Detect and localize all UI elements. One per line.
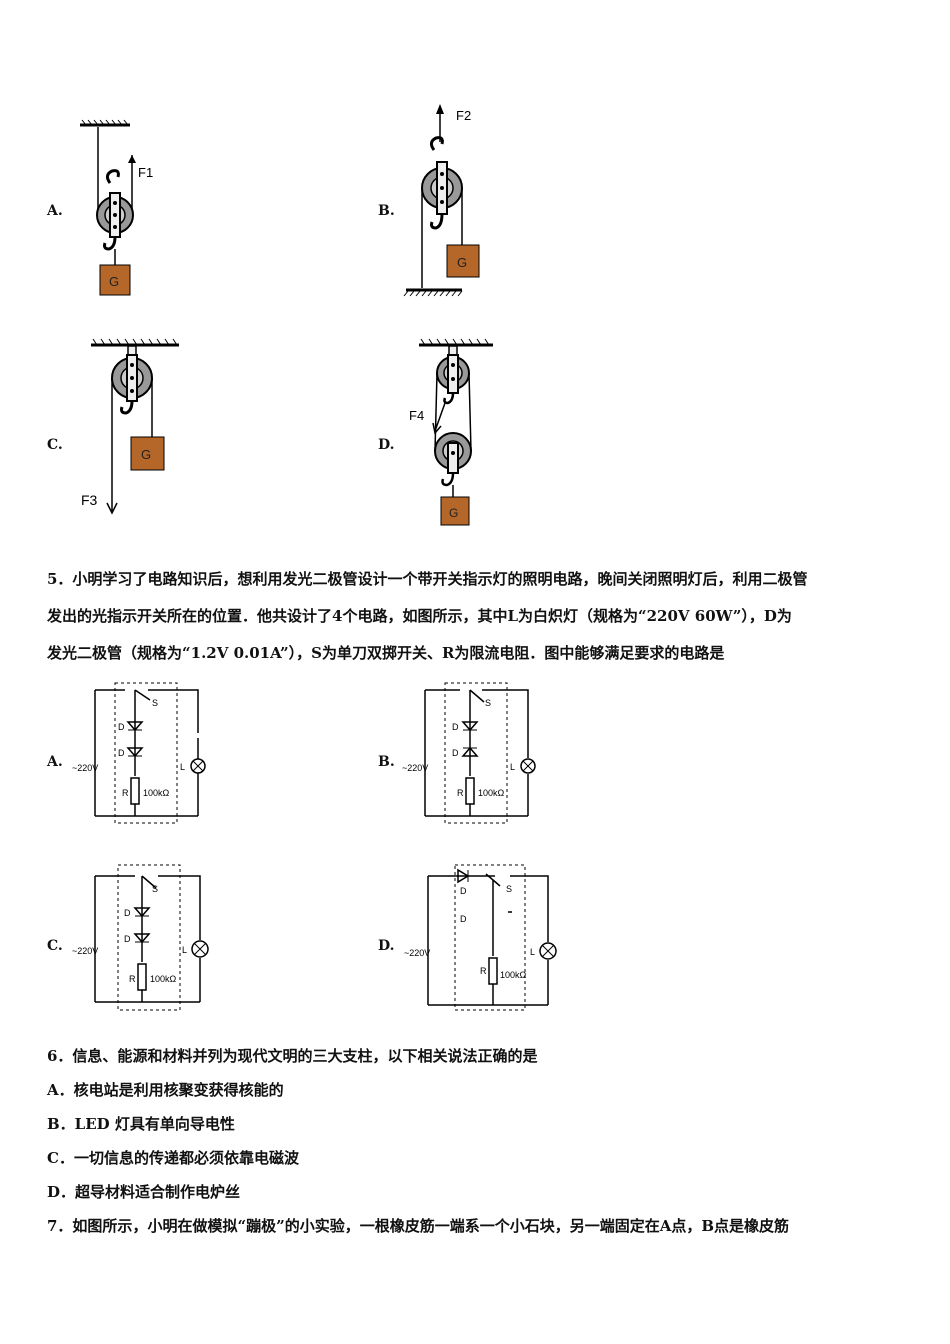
pulley-diagram-d: F4 G [409, 338, 493, 526]
svg-text:S: S [506, 884, 512, 894]
q5-line-1: 5．小明学习了电路知识后，想利用发光二极管设计一个带开关指示灯的照明电路，晚间关… [47, 570, 808, 588]
svg-text:~220V: ~220V [404, 948, 430, 958]
svg-text:L: L [530, 947, 535, 957]
circuit-diagram-b: S D D ~220V R 100kΩ L [402, 682, 536, 824]
svg-text:D: D [118, 748, 125, 758]
svg-text:D: D [124, 934, 131, 944]
option-label-b: B. [378, 203, 395, 219]
block-label-d: G [449, 506, 458, 520]
circuit-option-label-c: C. [47, 938, 63, 954]
circuit-option-label-b: B. [378, 754, 395, 770]
svg-text:L: L [182, 945, 187, 955]
svg-text:S: S [152, 698, 158, 708]
force-label-f4: F4 [409, 408, 424, 423]
option-label-c: C. [47, 437, 63, 453]
q6-option-b: B．LED 灯具有单向导电性 [47, 1115, 235, 1133]
option-label-a: A. [47, 203, 63, 219]
block-label-b: G [457, 255, 467, 270]
svg-text:~220V: ~220V [72, 946, 98, 956]
force-label-f1: F1 [138, 165, 153, 180]
svg-text:100kΩ: 100kΩ [150, 974, 177, 984]
circuit-diagram-c: S D D ~220V R 100kΩ L [72, 864, 209, 1011]
svg-text:R: R [122, 788, 129, 798]
svg-text:D: D [452, 722, 459, 732]
svg-text:~220V: ~220V [72, 763, 98, 773]
circuit-option-label-a: A. [47, 754, 63, 770]
block-label-c: G [141, 447, 151, 462]
force-label-f2: F2 [456, 108, 471, 123]
svg-text:D: D [118, 722, 125, 732]
q5-stem: 5．小明学习了电路知识后，想利用发光二极管设计一个带开关指示灯的照明电路，晚间关… [47, 561, 907, 672]
force-label-f3: F3 [81, 492, 98, 508]
circuit-option-label-d: D. [378, 938, 395, 954]
svg-text:S: S [485, 698, 491, 708]
option-label-d: D. [378, 437, 395, 453]
svg-text:100kΩ: 100kΩ [143, 788, 170, 798]
circuit-diagram-a: S D D ~220V R 100kΩ L [72, 682, 206, 824]
svg-text:D: D [460, 914, 467, 924]
svg-text:L: L [180, 762, 185, 772]
q7-stem: 7．如图所示，小明在做模拟“蹦极”的小实验，一根橡皮筋一端系一个小石块，另一端固… [47, 1217, 790, 1235]
svg-text:R: R [129, 974, 136, 984]
circuit-diagram-d: D D S ~220V R 100kΩ L [404, 864, 557, 1011]
svg-text:D: D [460, 886, 467, 896]
q5-line-3: 发光二极管（规格为“1.2V 0.01A”），S为单刀双掷开关、R为限流电阻．图… [47, 644, 725, 662]
svg-text:L: L [510, 762, 515, 772]
pulley-diagram-a: F1 G [80, 119, 153, 296]
q5-line-2: 发出的光指示开关所在的位置．他共设计了4个电路，如图所示，其中L为白炽灯（规格为… [47, 607, 792, 625]
svg-text:R: R [457, 788, 464, 798]
q6-option-d: D．超导材料适合制作电炉丝 [47, 1183, 241, 1201]
pulley-diagram-b: F2 G [403, 104, 480, 297]
pulley-diagram-c: F3 G [81, 338, 179, 515]
q6-option-a: A．核电站是利用核聚变获得核能的 [47, 1081, 284, 1099]
svg-text:S: S [152, 884, 158, 894]
q6-option-c: C．一切信息的传递都必须依靠电磁波 [47, 1149, 299, 1167]
svg-text:D: D [124, 908, 131, 918]
svg-text:100kΩ: 100kΩ [478, 788, 505, 798]
svg-text:R: R [480, 966, 487, 976]
block-label-a: G [109, 274, 119, 289]
svg-text:D: D [452, 748, 459, 758]
svg-text:100kΩ: 100kΩ [500, 970, 527, 980]
svg-text:~220V: ~220V [402, 763, 428, 773]
q6-stem: 6．信息、能源和材料并列为现代文明的三大支柱，以下相关说法正确的是 [47, 1047, 538, 1065]
